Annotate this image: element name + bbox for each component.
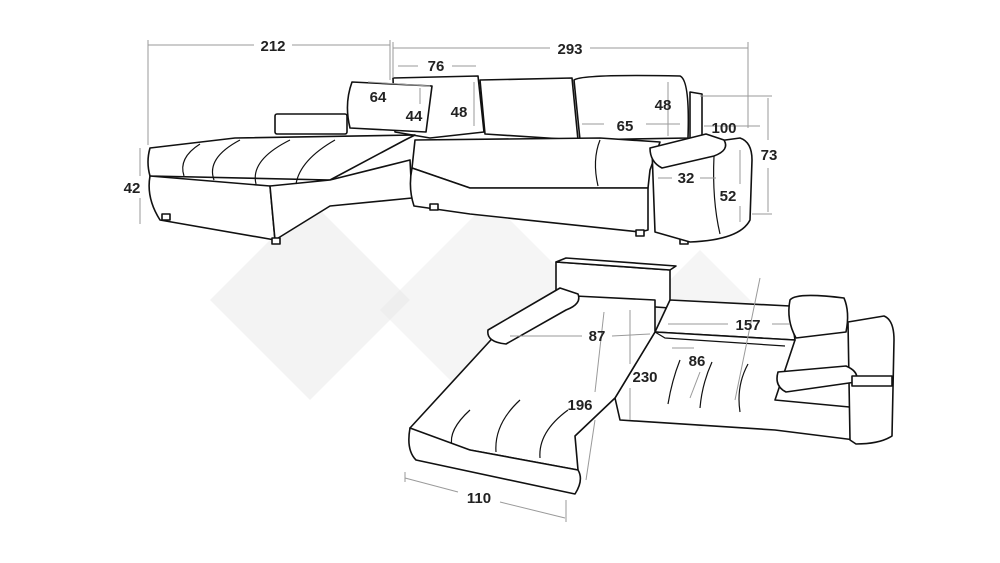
dimension-labels: 212 293 76 64 44 48 48 65 100 73 42 32 5… xyxy=(124,38,778,507)
back-cushion-2 xyxy=(479,77,579,141)
dim-height-total: 73 xyxy=(761,147,778,164)
dim-cushion-mid-h: 48 xyxy=(451,104,468,121)
dim-bed-length: 230 xyxy=(632,369,657,386)
dim-cushion-big-w: 65 xyxy=(617,118,634,135)
decor-cushion xyxy=(346,81,433,133)
dim-arm-width: 32 xyxy=(678,170,695,187)
dim-left-width: 212 xyxy=(260,38,285,55)
dim-depth: 100 xyxy=(711,120,736,137)
armrest-top xyxy=(649,133,727,169)
dim-right-width: 293 xyxy=(557,41,582,58)
bed-cushion-top xyxy=(788,294,849,339)
dimension-lines xyxy=(139,40,790,522)
dim-bed-width: 157 xyxy=(735,317,760,334)
dim-armrest-depth: 76 xyxy=(428,58,445,75)
dim-seat-height: 42 xyxy=(124,180,141,197)
dim-chaise-width: 110 xyxy=(467,490,491,507)
bed-chaise-arm xyxy=(487,287,580,345)
dim-chaise-length: 196 xyxy=(567,397,592,414)
dim-arm-height: 52 xyxy=(720,188,737,205)
sofa-assembled-view xyxy=(147,74,753,245)
chaise-base xyxy=(148,175,276,241)
main-base xyxy=(409,167,649,233)
bed-chaise-base xyxy=(408,427,582,495)
chaise-seat xyxy=(147,134,416,181)
bed-cushion-low xyxy=(776,365,858,393)
dim-storage-depth: 87 xyxy=(589,328,606,345)
dim-cushion-big-h: 48 xyxy=(655,97,672,114)
dim-cushion-small-h: 44 xyxy=(406,108,423,125)
dim-cushion-small-w: 64 xyxy=(370,89,387,106)
side-cushion xyxy=(274,113,348,135)
dim-bed-depth: 86 xyxy=(689,353,706,370)
right-back xyxy=(689,91,703,143)
backrest-top xyxy=(555,257,677,271)
